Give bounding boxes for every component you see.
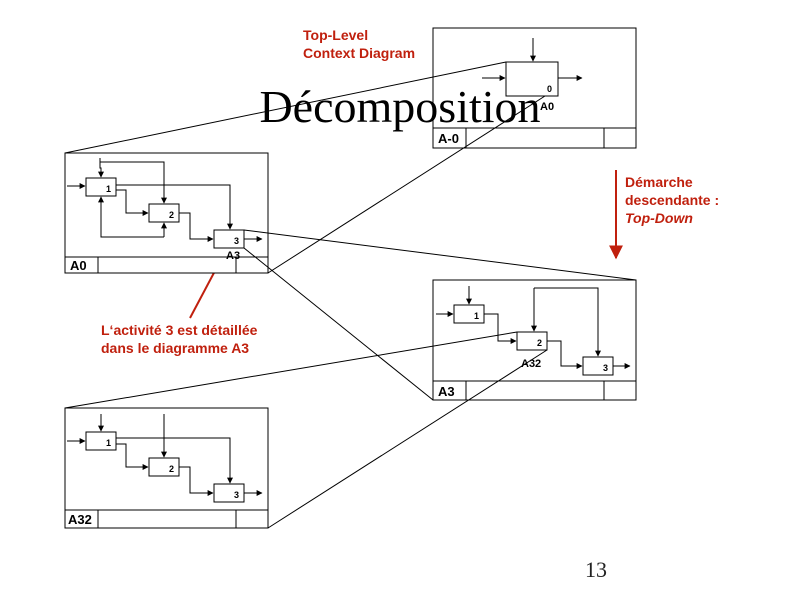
page-number: 13	[585, 557, 607, 582]
box-number-0: 0	[547, 84, 552, 94]
diagram-a3: A3 1 2 3 A32	[432, 279, 637, 401]
callout-approach-line2: descendante :	[625, 192, 719, 208]
a3-box-3-number: 3	[603, 363, 608, 373]
a0-box-3-number: 3	[234, 236, 239, 246]
callout-top-level-line1: Top-Level	[303, 27, 368, 43]
diagram-a-minus-0: A-0 0 A0	[432, 27, 637, 149]
diagram-label-a-minus-0: A-0	[438, 131, 459, 146]
diagram-a0: A0 1 2 3 A3	[64, 152, 269, 274]
callout-top-level-line2: Context Diagram	[303, 45, 415, 61]
decomposition-connectors	[64, 61, 637, 529]
a32-box-1	[85, 431, 117, 451]
a0-box-1-number: 1	[106, 184, 111, 194]
a0-box-1	[85, 177, 117, 197]
a32-box-3-number: 3	[234, 490, 239, 500]
a0-box-3-ref: A3	[226, 250, 240, 262]
a32-box-3	[213, 483, 245, 503]
a0-box-2	[148, 203, 180, 223]
diagram-a32: A32 1 2 3	[64, 407, 269, 529]
diagram-label-a3: A3	[438, 384, 455, 399]
callout-approach-line3: Top-Down	[625, 210, 693, 226]
callout-approach-line1: Démarche	[625, 174, 693, 190]
a32-box-1-number: 1	[106, 438, 111, 448]
a3-box-2	[516, 331, 548, 351]
a3-box-3	[582, 356, 614, 376]
a0-box-3	[213, 229, 245, 249]
slide-title: Décomposition	[259, 81, 540, 132]
a0-box-2-number: 2	[169, 210, 174, 220]
a3-box-1	[453, 304, 485, 324]
a3-box-2-ref: A32	[521, 358, 541, 370]
activity-box-0	[505, 61, 559, 97]
callout-detail-line1: L‘activité 3 est détaillée	[101, 322, 258, 338]
diagram-label-a32: A32	[68, 512, 92, 527]
callout-detail-line2: dans le diagramme A3	[101, 340, 249, 356]
a3-box-1-number: 1	[474, 311, 479, 321]
a32-box-2-number: 2	[169, 464, 174, 474]
diagram-label-a0: A0	[70, 258, 87, 273]
a3-box-2-number: 2	[537, 338, 542, 348]
box-ref-a0: A0	[540, 101, 554, 113]
a32-box-2	[148, 457, 180, 477]
